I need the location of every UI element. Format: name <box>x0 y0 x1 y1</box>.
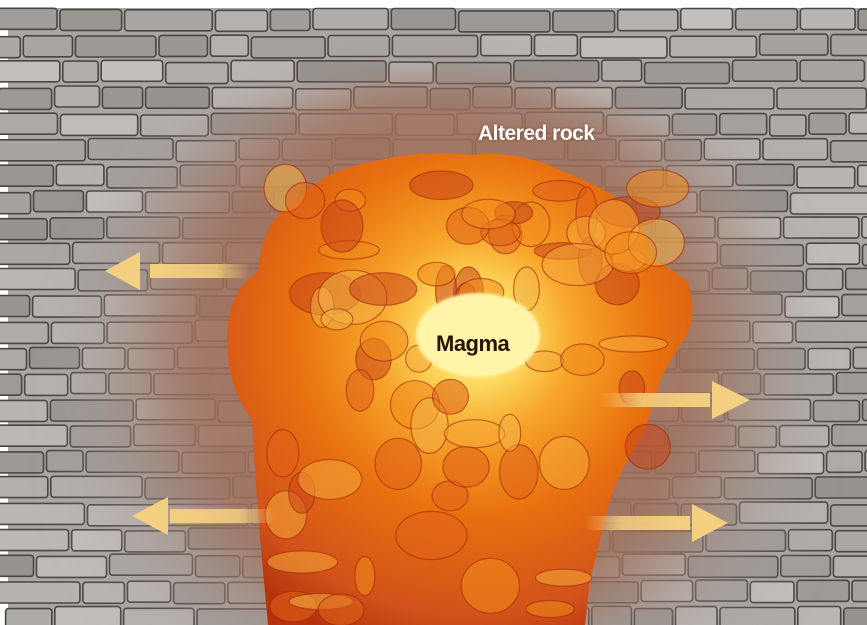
altered-rock-label: Altered rock <box>478 122 595 146</box>
magma-label: Magma <box>436 331 509 357</box>
